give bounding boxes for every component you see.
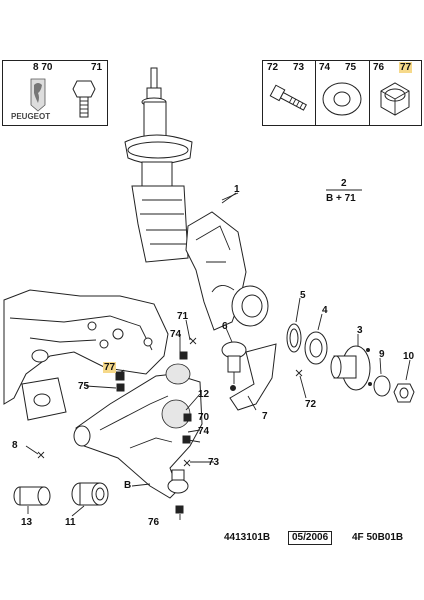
- callout-74: 74: [170, 329, 182, 340]
- callout-4: 4: [322, 305, 328, 316]
- fraction-denominator: B + 71: [326, 193, 356, 204]
- callout-B: B: [124, 480, 132, 491]
- logo-text: PEUGEOT: [11, 112, 51, 121]
- hardware-cell-washer: 74 75: [315, 61, 370, 125]
- callout-1: 1: [234, 184, 240, 195]
- hardware-cell-nut: 76 77: [369, 61, 421, 125]
- callout-71: 71: [177, 311, 189, 322]
- steering-knuckle: [185, 192, 269, 331]
- peugeot-logo: PEUGEOT: [11, 75, 65, 123]
- footer-ref: 4413101B: [224, 532, 271, 543]
- panel-left-header-71: 71: [91, 62, 103, 73]
- fraction-numerator: 2: [341, 178, 347, 189]
- cell-label-72: 72: [267, 62, 279, 73]
- callout-5: 5: [300, 290, 306, 301]
- cell-label-77: 77: [399, 62, 413, 73]
- subframe: [3, 289, 169, 421]
- callout-75: 75: [78, 381, 90, 392]
- callout-72: 72: [305, 399, 317, 410]
- leader-lines: [25, 192, 411, 520]
- strut-assembly: [124, 67, 193, 263]
- callout-7: 7: [262, 411, 268, 422]
- callout-74b: 74: [198, 426, 210, 437]
- bolt-crosses: [37, 337, 303, 467]
- footer-date: 05/2006: [288, 531, 333, 545]
- callout-73: 73: [208, 457, 220, 468]
- footer-code: 4F 50B01B: [352, 532, 404, 543]
- heat-shield: [229, 343, 277, 411]
- hardware-markers: [115, 351, 236, 514]
- callout-12: 12: [198, 389, 210, 400]
- callout-11: 11: [65, 517, 76, 528]
- ball-joint: [221, 341, 247, 384]
- lion-icon: [30, 78, 46, 112]
- cell-label-75: 75: [345, 62, 357, 73]
- callout-77: 77: [103, 362, 117, 373]
- long-bolt-icon: [269, 84, 307, 111]
- callout-3: 3: [357, 325, 363, 336]
- lower-wishbone: [73, 363, 203, 499]
- panel-left-header: 8 70: [33, 62, 53, 73]
- callout-70: 70: [198, 412, 210, 423]
- cell-label-73: 73: [293, 62, 305, 73]
- nut-icon: [380, 82, 410, 116]
- callout-6: 6: [222, 321, 228, 332]
- hardware-panel-right: 72 73 74 75 76 77: [262, 60, 422, 126]
- callout-10: 10: [403, 351, 415, 362]
- callout-9: 9: [379, 349, 385, 360]
- washer-icon: [322, 82, 362, 116]
- hub-parts: [286, 323, 415, 403]
- hardware-cell-bolt: 72 73: [263, 61, 316, 125]
- bushings: [13, 482, 109, 506]
- cell-label-76: 76: [373, 62, 385, 73]
- callout-13: 13: [21, 517, 33, 528]
- bolt-icon: [72, 80, 96, 118]
- callout-76: 76: [148, 517, 160, 528]
- callout-8: 8: [12, 440, 18, 451]
- hardware-panel-left: 8 70 71 PEUGEOT: [2, 60, 108, 126]
- cell-label-74: 74: [319, 62, 331, 73]
